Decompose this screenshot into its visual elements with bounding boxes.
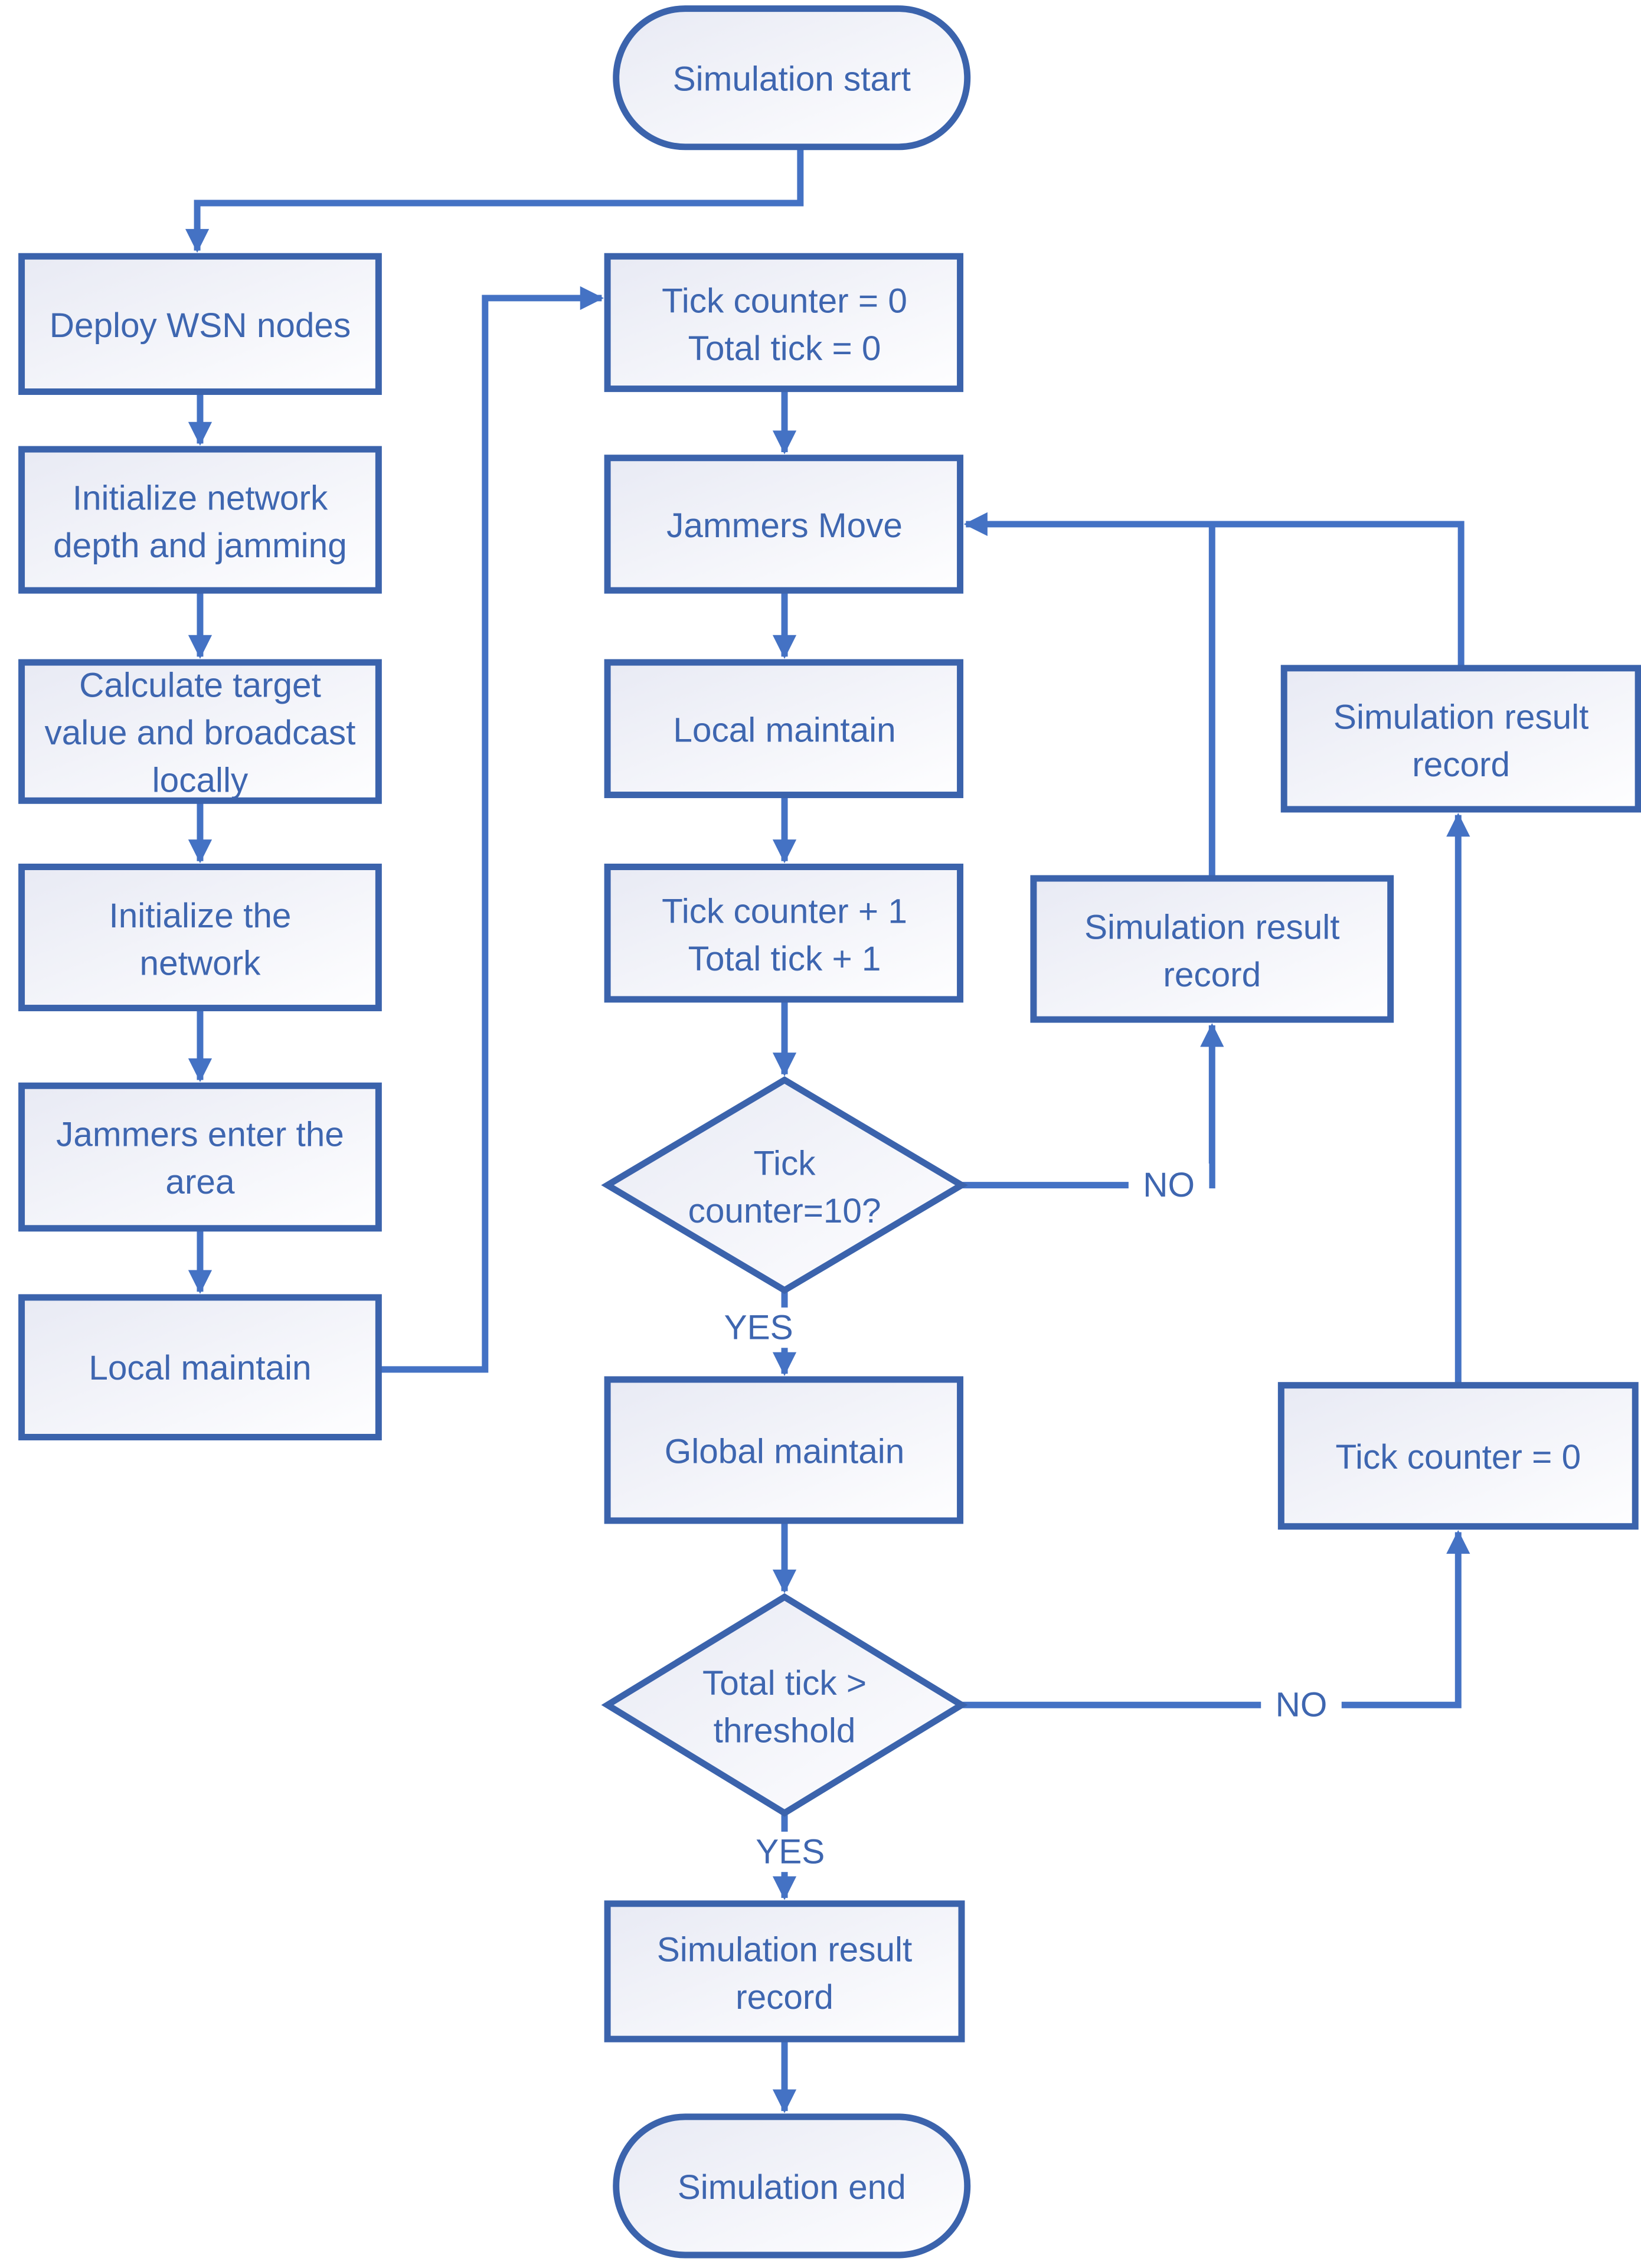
nodes-layer: Simulation start Deploy WSN nodes Initia… — [18, 5, 1641, 2259]
no-tick-label-bg — [1128, 1164, 1209, 1207]
node-jammers-enter-area-line1: Jammers enter the — [56, 1116, 344, 1154]
node-simulation-end: Simulation end — [613, 2113, 971, 2259]
node-sim-result-record-outer: Simulation result record — [1280, 665, 1641, 813]
node-sim-result-record-loop: Simulation result record — [1030, 875, 1394, 1023]
edge-sim-result-outer-to-jammers-move — [963, 512, 1465, 668]
process-shape — [18, 659, 382, 804]
process-shape — [1280, 665, 1641, 813]
yes-tick-label-bg — [720, 1307, 797, 1348]
node-local-maintain-mid-label: Local maintain — [673, 711, 895, 749]
node-calculate-target-value-line1: Calculate target — [79, 666, 321, 705]
node-decision-total-tick: Total tick > threshold — [601, 1593, 968, 1817]
node-global-maintain: Global maintain — [604, 1376, 964, 1524]
node-decision-total-tick-line2: threshold — [714, 1712, 856, 1750]
edge-decision-total-no-to-tick-reset-right — [961, 1530, 1470, 1708]
node-simulation-end-label: Simulation end — [678, 2168, 906, 2207]
decision-shape — [601, 1593, 968, 1817]
node-tick-counter-reset-top-line2: Total tick = 0 — [688, 329, 881, 368]
no-total-label: NO — [1276, 1686, 1328, 1724]
process-shape — [18, 1294, 382, 1440]
node-sim-result-record-outer-line2: record — [1412, 746, 1510, 784]
node-deploy-wsn-nodes-label: Deploy WSN nodes — [50, 306, 351, 345]
node-sim-result-record-final-line2: record — [735, 1978, 833, 2017]
node-deploy-wsn-nodes: Deploy WSN nodes — [18, 253, 382, 395]
node-jammers-enter-area-line2: area — [165, 1163, 235, 1201]
node-local-maintain-left-label: Local maintain — [89, 1349, 311, 1387]
node-decision-total-tick-line1: Total tick > — [702, 1664, 867, 1702]
node-sim-result-record-outer-line1: Simulation result — [1333, 698, 1588, 736]
edge-start-to-deploy — [185, 146, 804, 253]
node-decision-tick-counter-line2: counter=10? — [688, 1192, 881, 1230]
node-decision-tick-counter: Tick counter=10? — [601, 1076, 968, 1295]
yes-total-label: YES — [756, 1833, 825, 1871]
process-shape — [604, 455, 964, 594]
node-initialize-the-network-line2: network — [140, 944, 261, 982]
process-shape — [1030, 875, 1394, 1023]
no-tick-label: NO — [1143, 1166, 1195, 1204]
node-global-maintain-label: Global maintain — [665, 1432, 905, 1470]
process-shape — [18, 253, 382, 395]
process-shape — [18, 864, 382, 1012]
process-shape — [604, 253, 964, 393]
node-jammers-move: Jammers Move — [604, 455, 964, 594]
process-shape — [604, 659, 964, 799]
node-initialize-network-depth-line2: depth and jamming — [53, 527, 347, 565]
node-tick-counter-reset-right: Tick counter = 0 — [1277, 1382, 1639, 1530]
node-decision-tick-counter-line1: Tick — [753, 1145, 816, 1183]
no-total-label-bg — [1261, 1683, 1342, 1727]
node-initialize-the-network: Initialize the network — [18, 864, 382, 1012]
node-sim-result-record-final-line1: Simulation result — [657, 1930, 912, 1969]
process-shape — [604, 1376, 964, 1524]
node-calculate-target-value-line2: value and broadcast — [44, 714, 355, 752]
node-sim-result-record-loop-line1: Simulation result — [1084, 908, 1339, 946]
node-simulation-start: Simulation start — [613, 5, 971, 151]
node-jammers-enter-area: Jammers enter the area — [18, 1082, 382, 1232]
node-tick-counter-reset-top: Tick counter = 0 Total tick = 0 — [604, 253, 964, 393]
yes-tick-label: YES — [724, 1309, 793, 1347]
node-calculate-target-value: Calculate target value and broadcast loc… — [18, 659, 382, 804]
process-shape — [604, 1900, 965, 2042]
node-tick-counter-increment-line2: Total tick + 1 — [688, 940, 881, 978]
process-shape — [18, 446, 382, 594]
node-local-maintain-left: Local maintain — [18, 1294, 382, 1440]
terminator-shape — [613, 5, 971, 151]
node-tick-counter-reset-top-line1: Tick counter = 0 — [662, 282, 907, 320]
node-initialize-network-depth-line1: Initialize network — [73, 479, 328, 518]
node-tick-counter-reset-right-label: Tick counter = 0 — [1335, 1438, 1581, 1476]
node-tick-counter-increment: Tick counter + 1 Total tick + 1 — [604, 864, 964, 1003]
decision-shape — [601, 1076, 968, 1295]
edge-labels-layer: NO YES NO YES — [720, 1164, 1342, 1872]
edge-local-maintain-to-tick-reset — [378, 286, 604, 1373]
node-sim-result-record-loop-line2: record — [1163, 956, 1261, 994]
node-tick-counter-increment-line1: Tick counter + 1 — [662, 893, 907, 931]
process-shape — [1277, 1382, 1639, 1530]
node-local-maintain-mid: Local maintain — [604, 659, 964, 799]
node-simulation-start-label: Simulation start — [673, 60, 911, 99]
terminator-shape — [613, 2113, 971, 2259]
node-calculate-target-value-line3: locally — [152, 762, 249, 800]
edge-decision-tick-no-to-sim-result-loop — [961, 1023, 1224, 1189]
node-initialize-network-depth: Initialize network depth and jamming — [18, 446, 382, 594]
node-jammers-move-label: Jammers Move — [666, 506, 903, 545]
edges-layer — [185, 146, 1470, 2113]
process-shape — [604, 864, 964, 1003]
process-shape — [18, 1082, 382, 1232]
node-initialize-the-network-line1: Initialize the — [109, 897, 291, 935]
yes-total-label-bg — [751, 1831, 829, 1872]
node-sim-result-record-final: Simulation result record — [604, 1900, 965, 2042]
